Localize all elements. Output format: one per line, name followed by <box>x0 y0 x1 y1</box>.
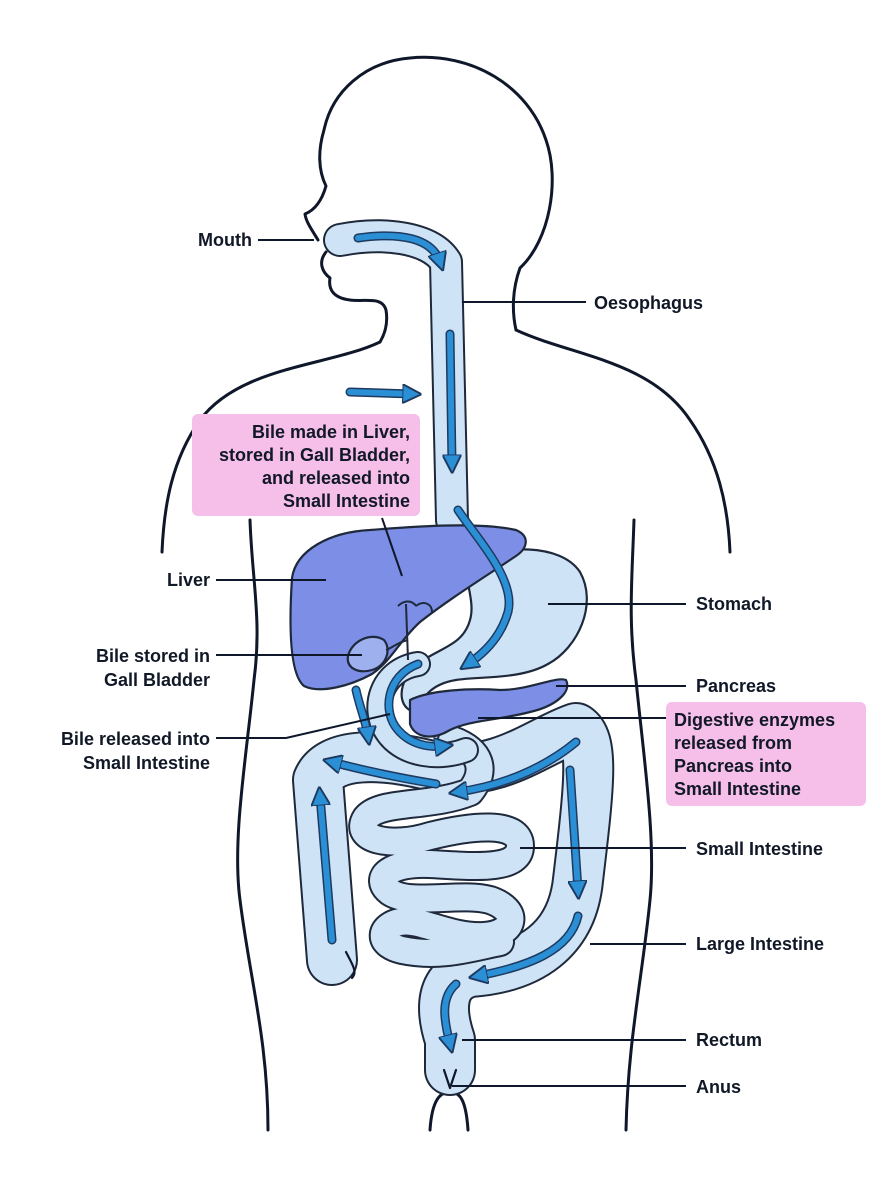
enzymes-note: Digestive enzymes released from Pancreas… <box>666 702 866 806</box>
bile-note-box <box>192 414 420 516</box>
right-torso-side <box>624 518 654 1132</box>
oesophagus-arrow <box>450 331 452 464</box>
label-rectum: Rectum <box>696 1030 762 1050</box>
stomach-arrow <box>455 507 513 664</box>
labels: Mouth Oesophagus Liver Stomach Bile stor… <box>61 230 824 1097</box>
label-large-intestine: Large Intestine <box>696 934 824 954</box>
enzymes-note-line-3: Pancreas into <box>674 756 792 776</box>
label-stomach: Stomach <box>696 594 772 614</box>
bile-note-arrow <box>347 392 412 394</box>
gall-bladder-shape <box>346 635 389 673</box>
bile-note-line-4: Small Intestine <box>283 491 410 511</box>
anus-shape <box>442 1068 458 1090</box>
liver-shape <box>289 524 527 691</box>
duodenum-arrow <box>385 661 444 746</box>
small-intestine-shape <box>348 725 535 968</box>
stomach-shape <box>400 548 588 714</box>
pancreas-shape <box>408 678 569 738</box>
bile-note-line-3: and released into <box>262 468 410 488</box>
label-small-intestine: Small Intestine <box>696 839 823 859</box>
mouth-arrow <box>355 232 440 262</box>
sigmoid-arrow <box>478 913 581 976</box>
head-outline <box>303 55 554 332</box>
leader-lines <box>216 239 686 1087</box>
appendix <box>344 950 356 980</box>
label-pancreas: Pancreas <box>696 676 776 696</box>
bile-note-line-1: Bile made in Liver, <box>252 422 410 442</box>
bile-note: Bile made in Liver, stored in Gall Bladd… <box>192 414 420 516</box>
label-bile-released-2: Small Intestine <box>83 753 210 773</box>
enzymes-note-line-2: released from <box>674 733 792 753</box>
label-oesophagus: Oesophagus <box>594 293 703 313</box>
bile-ducts <box>385 600 433 661</box>
label-mouth: Mouth <box>198 230 252 250</box>
left-torso-side <box>236 518 270 1132</box>
label-bile-released-1: Bile released into <box>61 729 210 749</box>
transverse-arrow-left <box>332 762 439 787</box>
bile-note-line-2: stored in Gall Bladder, <box>219 445 410 465</box>
enzymes-note-line-1: Digestive enzymes <box>674 710 835 730</box>
flow-arrows <box>320 231 581 1044</box>
enzymes-note-line-4: Small Intestine <box>674 779 801 799</box>
chin-neck-outline <box>320 250 389 344</box>
bile-note-pointer <box>381 517 403 577</box>
transverse-arrow-right <box>458 739 579 792</box>
bile-release-arrow <box>353 687 368 736</box>
inner-legs <box>428 1090 470 1132</box>
label-gall-bladder-2: Gall Bladder <box>104 670 210 690</box>
right-shoulder <box>514 328 732 554</box>
label-liver: Liver <box>167 570 210 590</box>
descending-arrow <box>567 767 578 890</box>
enzymes-note-box <box>666 702 866 806</box>
rectum-arrow <box>445 981 459 1044</box>
label-gall-bladder-1: Bile stored in <box>96 646 210 666</box>
label-anus: Anus <box>696 1077 741 1097</box>
ascending-arrow <box>320 796 335 943</box>
